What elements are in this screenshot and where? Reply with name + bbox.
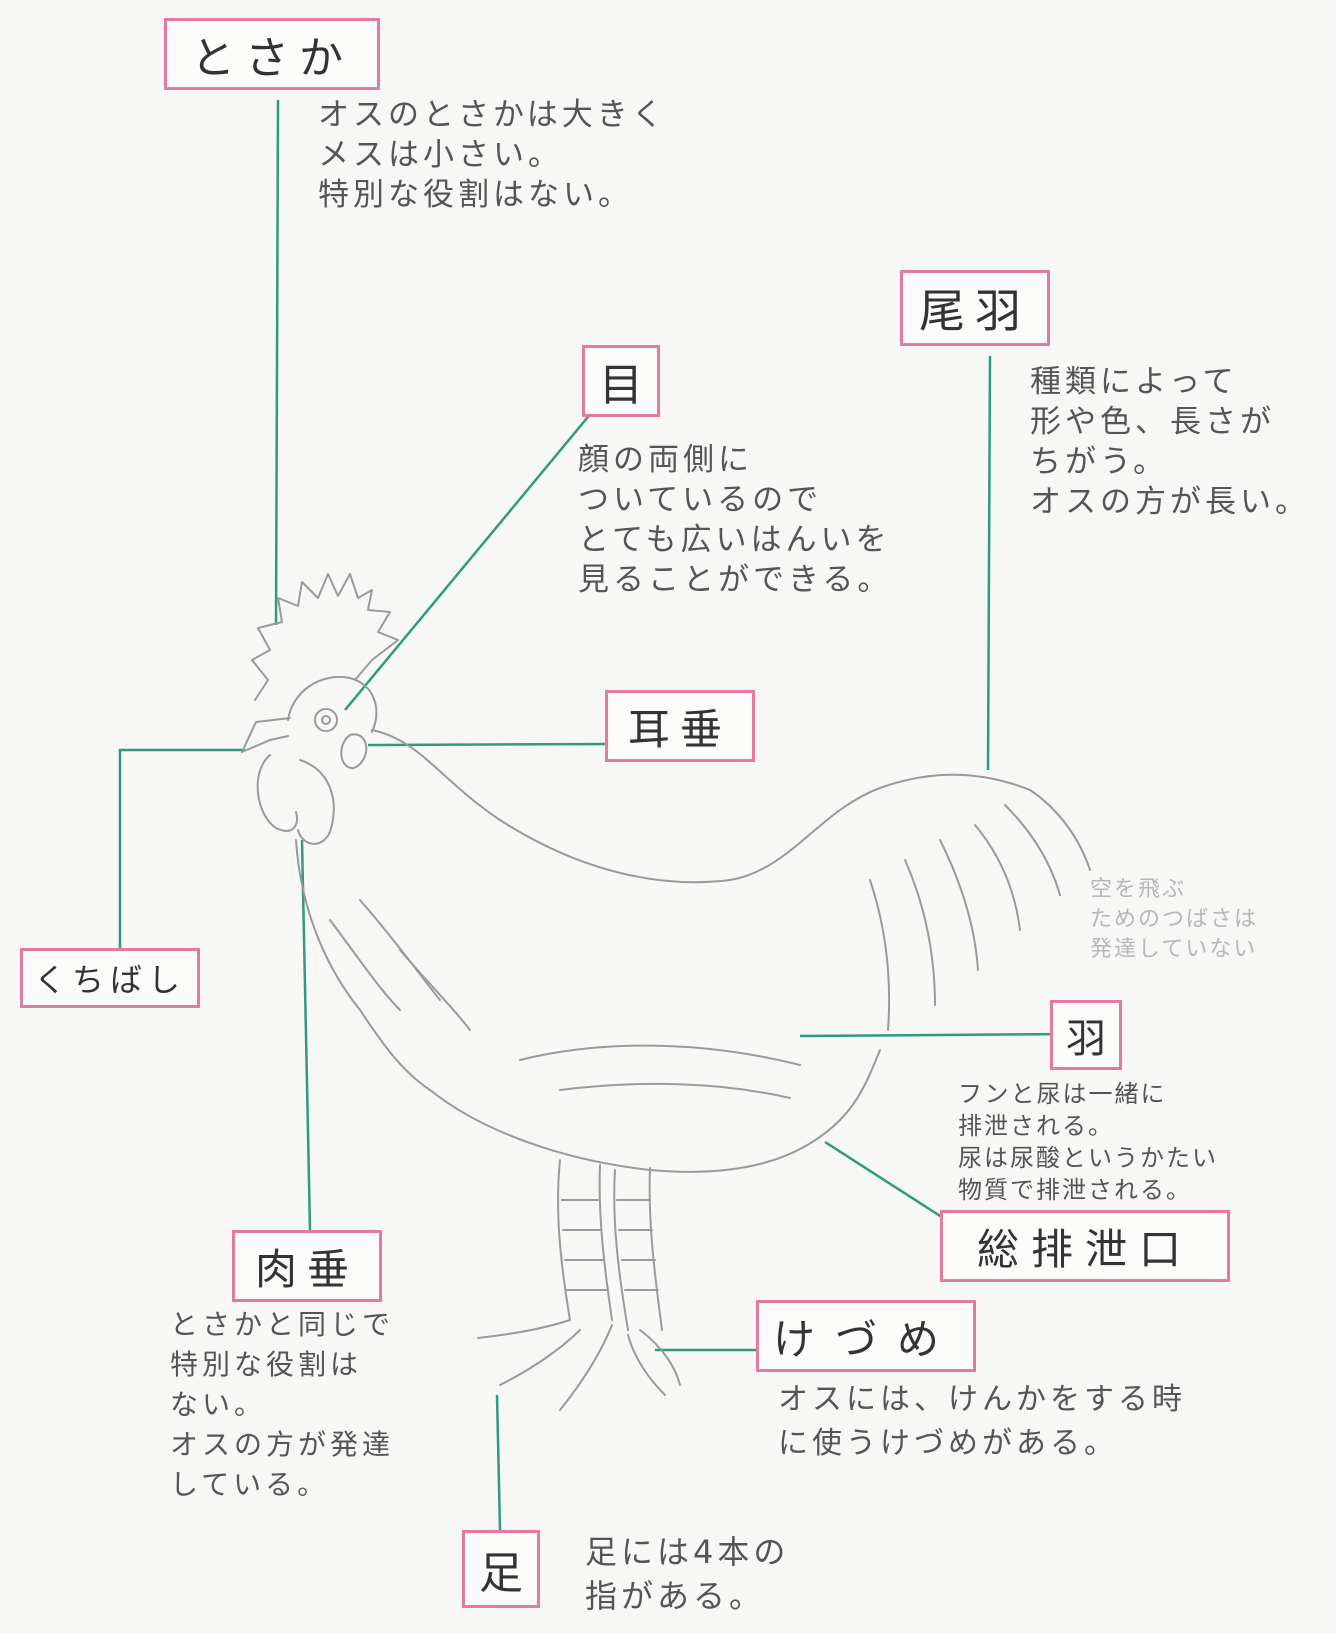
note-nikusui-line: 特別な役割は [170,1348,363,1381]
note-nikusui-line: オスの方が発達 [170,1428,395,1461]
label-jisui: 耳垂 [605,690,755,762]
leader-line-tosaka [274,99,280,626]
note-sohaisetsuko: フンと尿は一緒に 排泄される。 尿は尿酸というかたい 物質で排泄される。 [958,1078,1218,1206]
leader-line-nikusui [300,839,312,1231]
label-sohaisetsuko: 総排泄口 [940,1210,1230,1282]
note-nikusui-line: とさかと同じで [170,1308,395,1341]
note-me-line: 見ることができる。 [578,562,893,598]
note-obane-line: 種類によって [1030,364,1238,400]
note-tsubasa-line: 空を飛ぶ [1090,877,1187,902]
note-tsubasa-line: ためのつばさは [1090,907,1259,932]
note-ashi-line: 足には4本の [585,1533,790,1571]
note-kezume-line: オスには、けんかをする時 [778,1382,1186,1417]
label-kuchibashi: くちばし [20,948,200,1008]
note-me: 顔の両側に ついているので とても広いはんいを 見ることができる。 [578,440,892,600]
note-me-line: 顔の両側に [578,442,753,478]
note-sohaisetsuko-line: フンと尿は一緒に [958,1080,1167,1108]
leader-line-me [344,399,603,711]
leader-line-ashi [495,1394,502,1531]
note-ashi-line: 指がある。 [585,1577,766,1615]
note-nikusui-line: している。 [170,1468,330,1501]
label-obane: 尾羽 [900,270,1050,346]
leader-line-obane [986,355,992,771]
rooster-sketch [241,573,1091,1411]
leader-lines [118,99,1071,1531]
note-obane-line: オスの方が長い。 [1030,484,1310,520]
note-tsubasa-line: 発達していない [1090,937,1258,962]
label-me: 目 [582,345,660,417]
note-sohaisetsuko-line: 尿は尿酸というかたい [958,1144,1218,1172]
note-nikusui: とさかと同じで 特別な役割は ない。 オスの方が発達 している。 [170,1305,394,1505]
note-ashi: 足には4本の 指がある。 [585,1530,789,1618]
label-tosaka: とさか [164,18,380,90]
note-obane: 種類によって 形や色、長さが ちがう。 オスの方が長い。 [1030,362,1310,522]
leader-line-jisui [367,742,616,747]
note-obane-line: 形や色、長さが [1030,404,1275,440]
note-sohaisetsuko-line: 排泄される。 [958,1112,1114,1140]
label-nikusui: 肉垂 [232,1230,382,1302]
note-kezume-line: に使うけづめがある。 [778,1426,1118,1461]
note-sohaisetsuko-line: 物質で排泄される。 [958,1176,1192,1204]
note-kezume: オスには、けんかをする時 に使うけづめがある。 [778,1378,1186,1466]
note-nikusui-line: ない。 [170,1388,267,1421]
note-tosaka-line: メスは小さい。 [318,137,563,173]
note-me-line: とても広いはんいを [578,522,891,558]
label-ashi: 足 [462,1530,540,1608]
note-tosaka-line: 特別な役割はない。 [318,177,633,213]
note-tosaka: オスのとさかは大きく メスは小さい。 特別な役割はない。 [318,95,667,215]
leader-line-hane [799,1032,1071,1038]
label-hane: 羽 [1050,1000,1122,1070]
note-tsubasa: 空を飛ぶ ためのつばさは 発達していない [1090,875,1258,965]
note-me-line: ついているので [578,482,823,518]
label-kezume: けづめ [756,1300,976,1372]
note-obane-line: ちがう。 [1030,444,1169,480]
note-tosaka-line: オスのとさかは大きく [318,97,667,133]
leader-line-kuchibashi [118,748,245,960]
